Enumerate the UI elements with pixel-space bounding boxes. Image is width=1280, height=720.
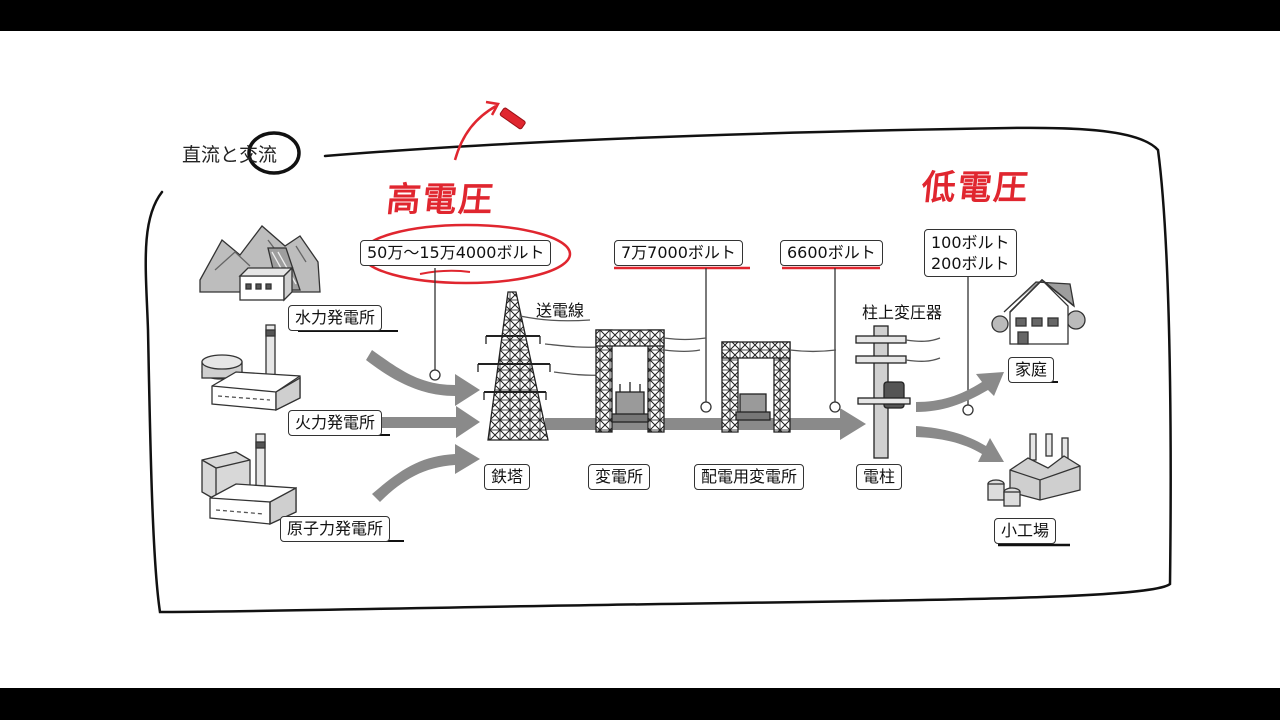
voltage-label-distribution: 6600ボルト bbox=[780, 240, 883, 266]
arrow-main bbox=[545, 408, 866, 440]
voltage-label-low: 100ボルト 200ボルト bbox=[924, 229, 1017, 277]
substation-icon bbox=[595, 329, 707, 433]
pen-cursor-icon bbox=[453, 100, 526, 161]
home-icon bbox=[991, 278, 1086, 345]
label-small-factory: 小工場 bbox=[994, 518, 1057, 544]
voltage-label-200v: 200ボルト bbox=[931, 254, 1010, 273]
arrow-hydro bbox=[366, 350, 480, 406]
label-thermal-plant: 火力発電所 bbox=[288, 410, 383, 436]
label-utility-pole: 電柱 bbox=[856, 464, 903, 490]
flow-arrows bbox=[366, 350, 1004, 502]
high-voltage-annotation: 高電圧 bbox=[384, 180, 497, 220]
arrow-home bbox=[916, 372, 1004, 412]
utility-pole-icon bbox=[855, 325, 941, 459]
label-hydro-plant: 水力発電所 bbox=[288, 305, 383, 331]
voltage-label-substation: 7万7000ボルト bbox=[614, 240, 743, 266]
hand-drawn-border bbox=[144, 126, 1172, 614]
arrow-nuclear bbox=[372, 444, 480, 502]
top-letterbox bbox=[0, 0, 1280, 31]
transmission-tower-icon bbox=[477, 291, 601, 441]
label-home: 家庭 bbox=[1008, 357, 1055, 383]
distribution-substation-icon bbox=[721, 341, 837, 433]
label-transmission-line: 送電線 bbox=[536, 301, 585, 320]
nuclear-plant-icon bbox=[201, 433, 297, 526]
small-factory-icon bbox=[987, 433, 1081, 507]
arrow-thermal bbox=[374, 406, 480, 438]
label-substation: 変電所 bbox=[588, 464, 651, 490]
voltage-label-transmission: 50万～15万4000ボルト bbox=[360, 240, 552, 266]
arrow-factory bbox=[916, 426, 1004, 462]
voltage-label-100v: 100ボルト bbox=[931, 233, 1010, 252]
thermal-plant-icon bbox=[201, 324, 301, 412]
low-voltage-annotation: 低電圧 bbox=[919, 168, 1032, 208]
voltage-pointers bbox=[429, 268, 974, 416]
bottom-letterbox bbox=[0, 688, 1280, 720]
title-circle-mark bbox=[247, 131, 301, 175]
label-nuclear-plant: 原子力発電所 bbox=[280, 516, 391, 542]
hydro-plant-icon bbox=[199, 225, 321, 302]
page-title: 直流と交流 bbox=[182, 144, 278, 166]
label-distribution-substation: 配電用変電所 bbox=[694, 464, 805, 490]
label-tower: 鉄塔 bbox=[484, 464, 531, 490]
label-pole-transformer: 柱上変圧器 bbox=[862, 303, 943, 322]
